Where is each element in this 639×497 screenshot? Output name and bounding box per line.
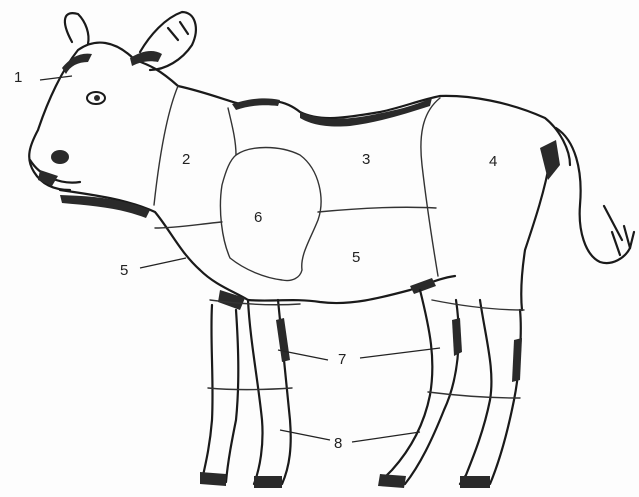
leader-5a [140,258,186,268]
label-1: 1 [14,69,22,86]
leader-8-left [280,430,330,440]
label-7: 7 [338,351,346,368]
region-labels: 1 2 3 4 5 5 6 7 8 [14,69,497,452]
label-3: 3 [362,151,370,168]
leader-1 [40,76,72,80]
cow-head [29,12,196,190]
label-5-chest: 5 [120,262,128,279]
label-6: 6 [254,209,262,226]
label-8: 8 [334,435,342,452]
leader-7-right [360,348,440,358]
cow-body-outline [60,60,634,310]
label-2: 2 [182,151,190,168]
label-4: 4 [489,153,497,170]
leader-8-right [352,432,420,442]
label-5-flank: 5 [352,249,360,266]
leader-lines [40,76,440,442]
